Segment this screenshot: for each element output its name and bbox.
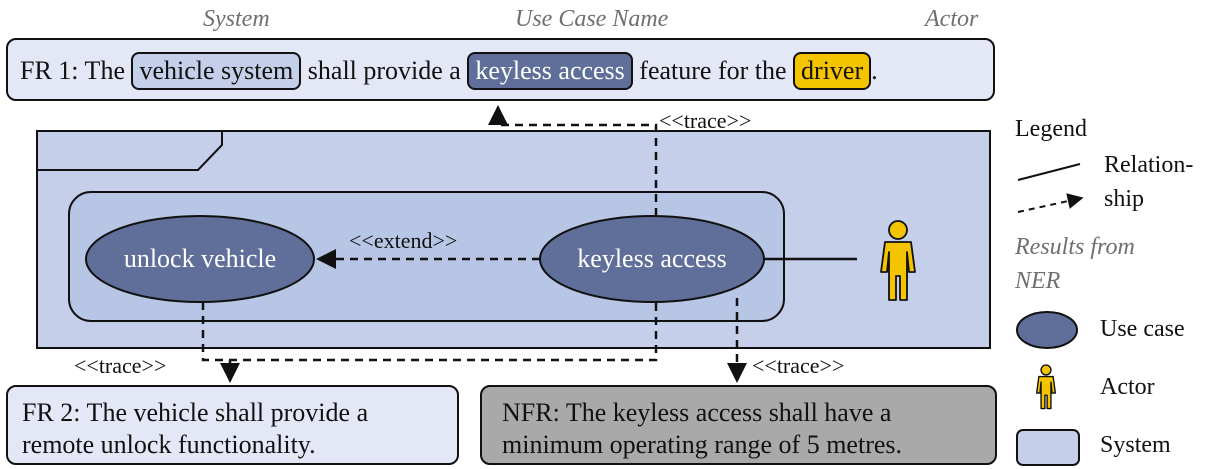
legend-use-case-label: Use case bbox=[1100, 316, 1185, 342]
package-tab bbox=[36, 131, 223, 171]
extend-label: <<extend>> bbox=[349, 228, 458, 253]
legend-relationship-line1: Relation- bbox=[1104, 152, 1194, 178]
actor-figure bbox=[880, 220, 916, 301]
fr1-box: FR 1: The vehicle system shall provide a… bbox=[6, 38, 995, 101]
fr1-post: feature for the bbox=[639, 56, 787, 85]
legend-results-line1: Results from bbox=[1015, 234, 1135, 260]
legend-system-icon bbox=[1016, 429, 1080, 466]
nfr-box: NFR: The keyless access shall have a min… bbox=[480, 385, 997, 465]
fr2-box: FR 2: The vehicle shall provide a remote… bbox=[6, 385, 459, 465]
legend-actor-label: Actor bbox=[1100, 374, 1155, 400]
fr2-line2: remote unlock functionality. bbox=[22, 430, 316, 459]
nfr-line1: NFR: The keyless access shall have a bbox=[502, 398, 892, 427]
nfr-line2: minimum operating range of 5 metres. bbox=[502, 430, 903, 459]
system-chip: vehicle system bbox=[131, 52, 302, 90]
actor-chip: driver bbox=[793, 52, 872, 90]
fr1-sentence: FR 1: The vehicle system shall provide a… bbox=[20, 52, 878, 90]
legend-solid-line bbox=[1017, 163, 1081, 181]
fr2-line1: FR 2: The vehicle shall provide a bbox=[22, 398, 369, 427]
trace-to-fr1 bbox=[488, 105, 658, 216]
trace-to-fr2 bbox=[201, 302, 658, 362]
use-case-keyless-access-label: keyless access bbox=[577, 244, 727, 273]
legend-title: Legend bbox=[1015, 116, 1087, 142]
trace-bottom-left-label: <<trace>> bbox=[74, 353, 167, 378]
header-actor: Actor bbox=[925, 6, 979, 32]
fr1-prefix: FR 1: The bbox=[20, 56, 125, 85]
use-case-unlock-vehicle-label: unlock vehicle bbox=[123, 244, 277, 273]
header-system: System bbox=[203, 6, 270, 32]
fr1-mid: shall provide a bbox=[307, 56, 461, 85]
legend-dashed-arrow bbox=[1017, 193, 1084, 213]
trace-top-label: <<trace>> bbox=[659, 108, 752, 133]
legend-relationship-line2: ship bbox=[1104, 186, 1145, 212]
header-use-case-name: Use Case Name bbox=[515, 6, 669, 32]
trace-bottom-right-label: <<trace>> bbox=[752, 353, 845, 378]
legend-results-line2: NER bbox=[1015, 268, 1061, 294]
legend-use-case-icon bbox=[1016, 311, 1078, 349]
legend-system-label: System bbox=[1100, 432, 1171, 458]
use-case-chip: keyless access bbox=[467, 52, 633, 90]
fr1-end: . bbox=[871, 56, 878, 85]
legend-actor-icon bbox=[1035, 364, 1057, 410]
use-case-unlock-vehicle bbox=[85, 215, 315, 303]
